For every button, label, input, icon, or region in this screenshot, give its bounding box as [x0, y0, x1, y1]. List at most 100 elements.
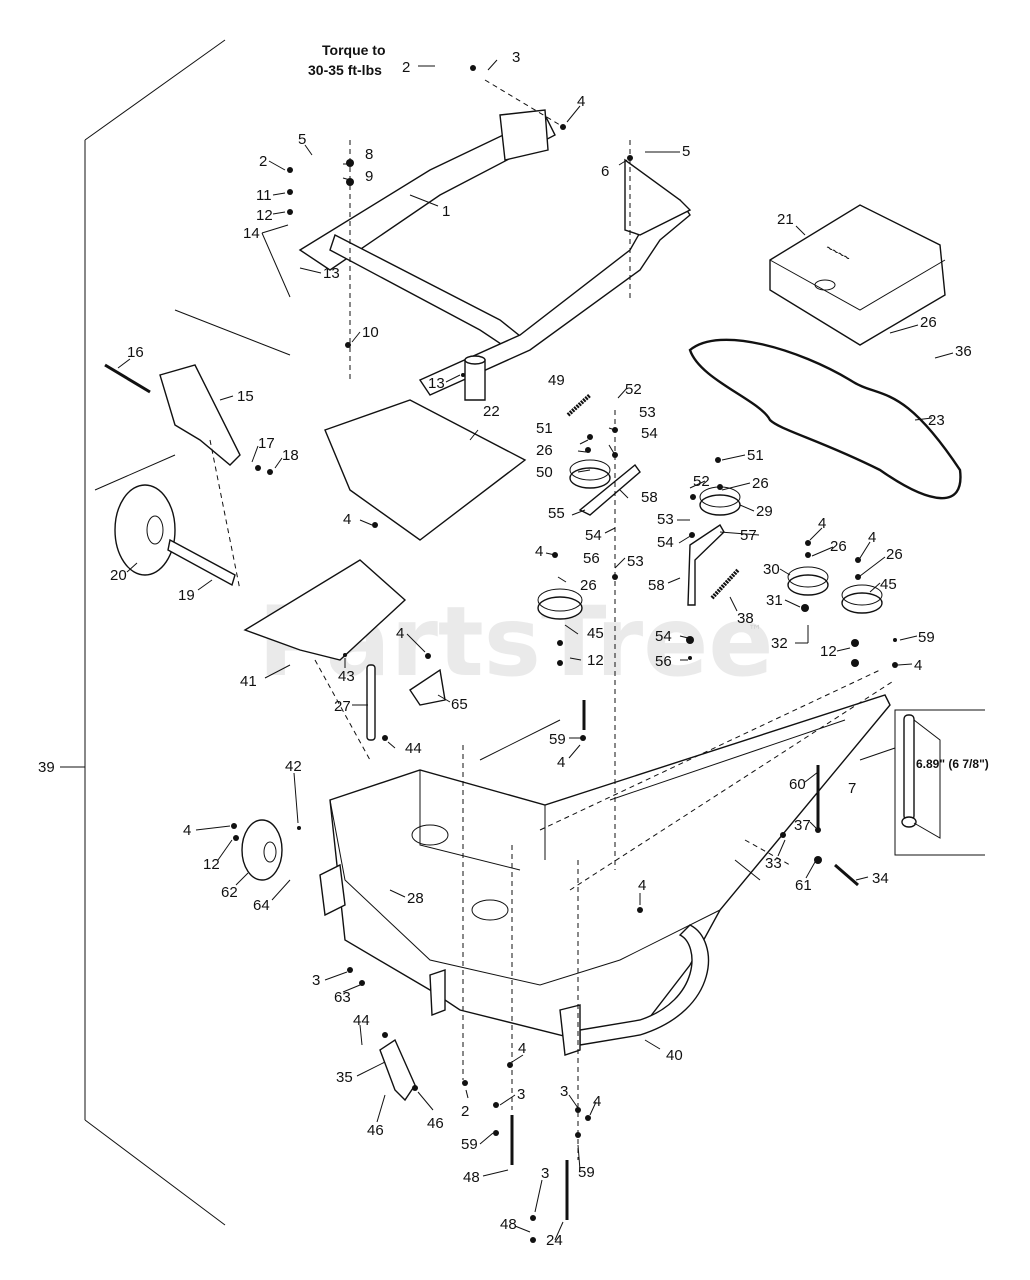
- drive-belt: [688, 338, 962, 500]
- callout-45: 45: [880, 576, 897, 593]
- callout-6: 6: [601, 163, 609, 180]
- callout-4: 4: [577, 93, 585, 110]
- callout-4: 4: [868, 529, 876, 546]
- torque-note-line1: Torque to: [322, 42, 386, 58]
- chute-bracket: [409, 668, 446, 706]
- callout-65: 65: [451, 696, 468, 713]
- callout-53: 53: [627, 553, 644, 570]
- callout-5: 5: [298, 131, 306, 148]
- callout-4: 4: [535, 543, 543, 560]
- assembly-bracket: [60, 39, 226, 1226]
- callout-4: 4: [396, 625, 404, 642]
- callout-21: 21: [777, 211, 794, 228]
- callout-4: 4: [343, 511, 351, 528]
- callout-16: 16: [127, 344, 144, 361]
- idler-arm: [159, 364, 241, 466]
- deck-bracket: [379, 1038, 416, 1102]
- torque-note-line2: 30-35 ft-lbs: [308, 62, 382, 78]
- chute-rod: [366, 664, 376, 741]
- callout-31: 31: [766, 592, 783, 609]
- callout-56: 56: [583, 550, 600, 567]
- callout-53: 53: [657, 511, 674, 528]
- gauge-wheel: [114, 484, 176, 576]
- callout-19: 19: [178, 587, 195, 604]
- callout-18: 18: [282, 447, 299, 464]
- pulley-right-b: [841, 584, 883, 614]
- callout-46: 46: [427, 1115, 444, 1132]
- idler-spring-49: [566, 393, 592, 417]
- callout-41: 41: [240, 673, 257, 690]
- callout-23: 23: [928, 412, 945, 429]
- pulley-left-lower: [537, 588, 583, 620]
- callout-35: 35: [336, 1069, 353, 1086]
- callout-3: 3: [560, 1083, 568, 1100]
- callout-24: 24: [546, 1232, 563, 1249]
- callout-15: 15: [237, 388, 254, 405]
- callout-22: 22: [483, 403, 500, 420]
- callout-29: 29: [756, 503, 773, 520]
- height-inset: 6.89" (6 7/8"): [859, 709, 989, 856]
- callout-57: 57: [740, 527, 757, 544]
- callout-13: 13: [323, 265, 340, 282]
- callout-42: 42: [285, 758, 302, 775]
- callout-44: 44: [353, 1012, 370, 1029]
- callout-40: 40: [666, 1047, 683, 1064]
- idler-spring-38: [710, 568, 740, 600]
- callout-64: 64: [253, 897, 270, 914]
- callout-37: 37: [794, 817, 811, 834]
- bolt-34: [834, 863, 859, 887]
- callout-34: 34: [872, 870, 889, 887]
- mower-deck: [319, 694, 891, 1056]
- wheel-axle: [167, 538, 236, 587]
- callout-38: 38: [737, 610, 754, 627]
- callout-51: 51: [536, 420, 553, 437]
- callout-32: 32: [771, 635, 788, 652]
- callout-59: 59: [549, 731, 566, 748]
- callout-8: 8: [365, 146, 373, 163]
- callout-3: 3: [312, 972, 320, 989]
- callout-58: 58: [641, 489, 658, 506]
- callout-54: 54: [585, 527, 602, 544]
- pulley-left-upper: [569, 459, 611, 489]
- callout-12: 12: [820, 643, 837, 660]
- callout-52: 52: [625, 381, 642, 398]
- callout-58: 58: [648, 577, 665, 594]
- idler-arm-55: [578, 463, 641, 516]
- callout-39: 39: [38, 759, 55, 776]
- callout-55: 55: [548, 505, 565, 522]
- callout-26: 26: [536, 442, 553, 459]
- callout-7: 7: [848, 780, 856, 797]
- pulley-center: [699, 486, 741, 516]
- callout-46: 46: [367, 1122, 384, 1139]
- callout-4: 4: [638, 877, 646, 894]
- deck-frame: [298, 109, 692, 401]
- callout-2: 2: [461, 1103, 469, 1120]
- callout-59: 59: [578, 1164, 595, 1181]
- callout-14: 14: [243, 225, 260, 242]
- callout-3: 3: [517, 1086, 525, 1103]
- callout-13: 13: [428, 375, 445, 392]
- callout-1: 1: [442, 203, 450, 220]
- callout-4: 4: [557, 754, 565, 771]
- callout-50: 50: [536, 464, 553, 481]
- callout-45: 45: [587, 625, 604, 642]
- callout-10: 10: [362, 324, 379, 341]
- anti-scalp-wheel: [241, 819, 283, 881]
- callout-12: 12: [256, 207, 273, 224]
- callout-53: 53: [639, 404, 656, 421]
- callout-26: 26: [752, 475, 769, 492]
- callout-60: 60: [789, 776, 806, 793]
- callout-44: 44: [405, 740, 422, 757]
- callout-5: 5: [682, 143, 690, 160]
- callout-62: 62: [221, 884, 238, 901]
- callout-17: 17: [258, 435, 275, 452]
- callout-3: 3: [512, 49, 520, 66]
- discharge-chute: [243, 559, 407, 661]
- watermark-trademark: ™: [748, 623, 762, 639]
- callout-36: 36: [955, 343, 972, 360]
- callout-26: 26: [886, 546, 903, 563]
- pulley-right-a: [787, 566, 829, 596]
- inset-dimension: 6.89" (6 7/8"): [916, 757, 989, 771]
- callout-2: 2: [402, 59, 410, 76]
